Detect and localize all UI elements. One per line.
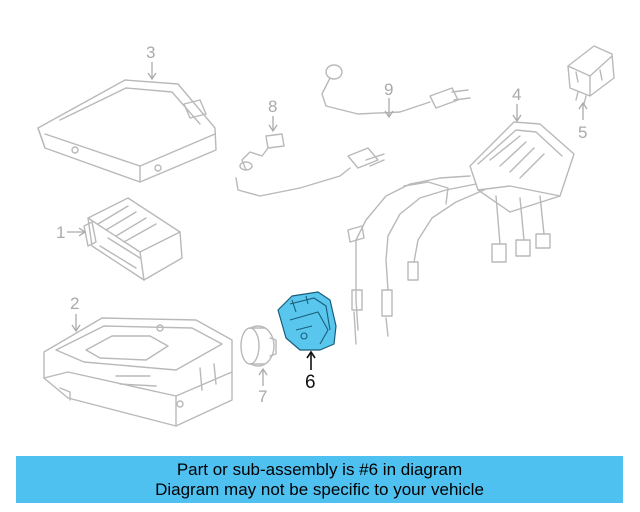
info-banner: Part or sub-assembly is #6 in diagram Di… — [16, 456, 623, 503]
callout-2: 2 — [70, 294, 81, 333]
part-9-sensor-cable[interactable] — [321, 64, 471, 115]
callout-7: 7 — [258, 367, 268, 406]
part-3-control-unit[interactable] — [37, 79, 217, 183]
callout-1: 1 — [56, 223, 87, 242]
part-1-relay-module[interactable] — [83, 197, 183, 281]
callout-8-label: 8 — [268, 97, 277, 116]
part-2-mounting-tray[interactable] — [43, 317, 233, 427]
callout-9-label: 9 — [384, 80, 393, 99]
callout-5-label: 5 — [578, 123, 587, 142]
part-6-highlighted-bracket[interactable] — [277, 291, 337, 351]
callout-6: 6 — [305, 350, 316, 393]
callout-3-label: 3 — [146, 43, 155, 62]
callout-8: 8 — [268, 97, 278, 133]
callout-1-label: 1 — [56, 223, 65, 242]
part-8-sensor-harness[interactable] — [235, 133, 385, 197]
callout-3: 3 — [146, 43, 157, 81]
callout-4-label: 4 — [512, 85, 521, 104]
parts-diagram: 3 1 2 7 — [37, 43, 615, 427]
part-5-relay[interactable] — [567, 45, 615, 105]
part-7-round-sensor[interactable] — [240, 325, 277, 367]
callout-6-label: 6 — [305, 372, 316, 393]
callout-4: 4 — [512, 85, 522, 123]
banner-line-2: Diagram may not be specific to your vehi… — [155, 479, 484, 499]
callout-7-label: 7 — [258, 387, 267, 406]
part-4-ignition-coil-pack[interactable] — [347, 121, 575, 345]
callout-9: 9 — [384, 80, 394, 119]
callout-5: 5 — [578, 101, 588, 142]
callout-2-label: 2 — [70, 294, 79, 313]
banner-line-1: Part or sub-assembly is #6 in diagram — [176, 459, 463, 479]
